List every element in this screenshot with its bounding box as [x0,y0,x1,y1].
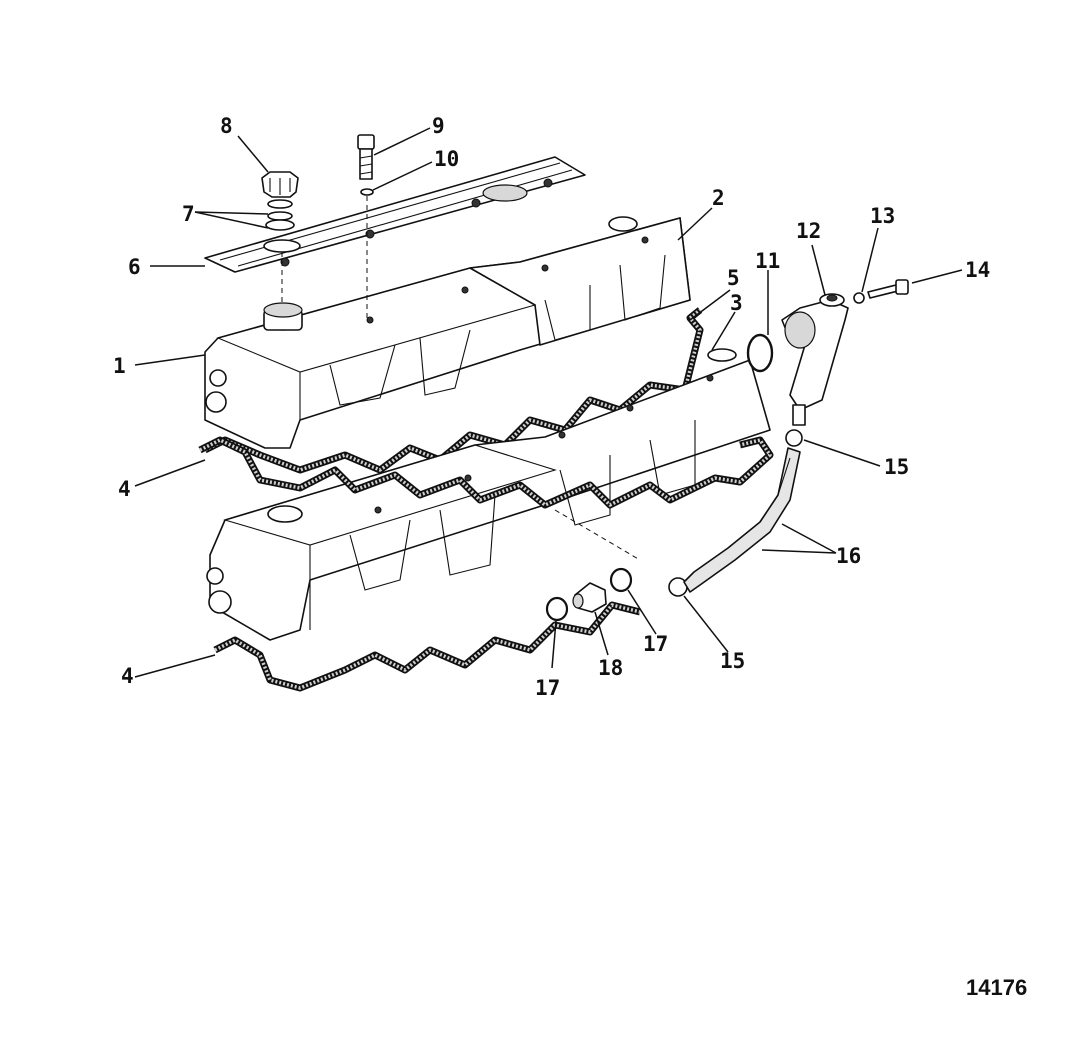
washer [360,188,374,196]
gasket-lower-4 [213,601,641,692]
callout-2: 2 [712,186,725,210]
callout-5: 5 [727,266,740,290]
washer-small [853,292,865,304]
leader-lines [134,127,963,678]
breather-fitting [781,293,849,426]
oil-filler-cap [261,171,299,209]
callout-14: 14 [965,258,990,282]
callout-15-upper: 15 [884,455,909,479]
callout-1: 1 [113,354,126,378]
callouts: 1 2 3 4 4 5 6 7 8 9 10 11 12 13 14 15 15… [113,114,990,700]
figure-number: 14176 [966,975,1028,1000]
callout-7: 7 [182,202,195,226]
washers [263,211,301,253]
callout-6: 6 [128,255,141,279]
callout-13: 13 [870,204,895,228]
bolt [357,134,375,180]
o-ring [746,333,774,373]
callout-10: 10 [434,147,459,171]
gasket-upper-4 [198,436,774,509]
breather-hose [683,447,801,593]
lower-valve-cover [206,348,771,641]
callout-12: 12 [796,219,821,243]
callout-16: 16 [836,544,861,568]
callout-17-right: 17 [643,632,668,656]
plug-fitting [572,582,607,613]
rail-plate [204,156,586,273]
callout-17-left: 17 [535,676,560,700]
o-ring-left [545,596,569,622]
callout-15-lower: 15 [720,649,745,673]
assembly-line [554,509,641,561]
callout-4-lower: 4 [121,664,134,688]
hose-clamp [785,429,803,447]
callout-18: 18 [598,656,623,680]
callout-3: 3 [730,291,743,315]
callout-11: 11 [755,249,780,273]
o-ring-right [609,567,633,593]
callout-4-upper: 4 [118,477,131,501]
breather-bolt [867,279,909,299]
upper-valve-cover [204,216,691,449]
callout-8: 8 [220,114,233,138]
callout-9: 9 [432,114,445,138]
